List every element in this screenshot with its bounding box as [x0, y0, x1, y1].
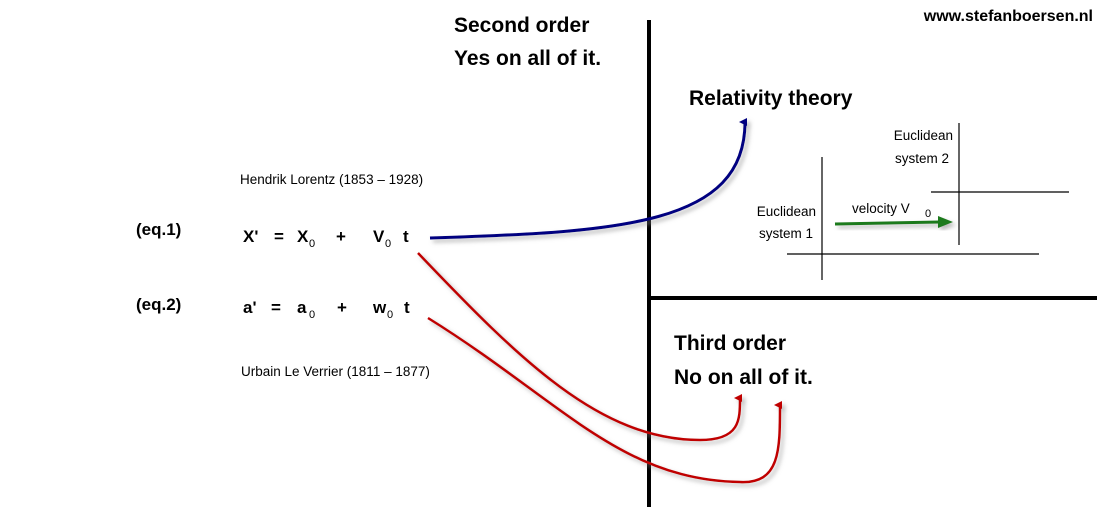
system1-label-line1: Euclidean	[757, 204, 816, 219]
eq2-t: t	[404, 298, 410, 317]
euclidean-system-2-axes	[931, 123, 1069, 245]
velocity-label: velocity V	[852, 201, 910, 216]
eq1-plus: +	[336, 227, 346, 246]
eq1-equals: =	[274, 227, 284, 246]
velocity-arrow	[834, 216, 953, 228]
eq2-label: (eq.2)	[136, 295, 181, 314]
website-url: www.stefanboersen.nl	[923, 8, 1093, 25]
eq1-term-b: V	[373, 227, 385, 246]
lorentz-label: Hendrik Lorentz (1853 – 1928)	[240, 172, 423, 187]
eq1-term-a-sub: 0	[309, 238, 315, 250]
eq1-t: t	[403, 227, 409, 246]
leverrier-label: Urbain Le Verrier (1811 – 1877)	[241, 364, 430, 379]
third-order-title: Third order	[674, 332, 786, 355]
equation-1: X' = X 0 + V 0 t	[243, 227, 409, 250]
third-order-subtitle: No on all of it.	[674, 366, 813, 389]
eq2-term-b-sub: 0	[387, 309, 393, 321]
equation-2: a' = a 0 + w 0 t	[243, 298, 410, 321]
eq2-equals: =	[271, 298, 281, 317]
red-arrow-eq1-to-third-order	[417, 252, 743, 442]
eq1-label: (eq.1)	[136, 220, 181, 239]
blue-arrow-to-relativity	[429, 118, 748, 240]
relativity-theory-label: Relativity theory	[689, 87, 853, 110]
second-order-subtitle: Yes on all of it.	[454, 47, 601, 70]
eq1-lhs: X'	[243, 227, 258, 246]
system2-label-line1: Euclidean	[894, 128, 953, 143]
second-order-title: Second order	[454, 14, 589, 37]
eq2-term-a-sub: 0	[309, 309, 315, 321]
eq2-lhs: a'	[243, 298, 257, 317]
system1-label-line2: system 1	[759, 226, 813, 241]
eq2-term-a: a	[297, 298, 307, 317]
eq2-term-b: w	[372, 298, 387, 317]
eq2-plus: +	[337, 298, 347, 317]
euclidean-system-1-axes	[787, 157, 1039, 280]
velocity-label-sub: 0	[925, 208, 931, 220]
eq1-term-b-sub: 0	[385, 238, 391, 250]
red-arrow-eq2-to-third-order	[427, 316, 783, 484]
system2-label-line2: system 2	[895, 151, 949, 166]
eq1-term-a: X	[297, 227, 309, 246]
